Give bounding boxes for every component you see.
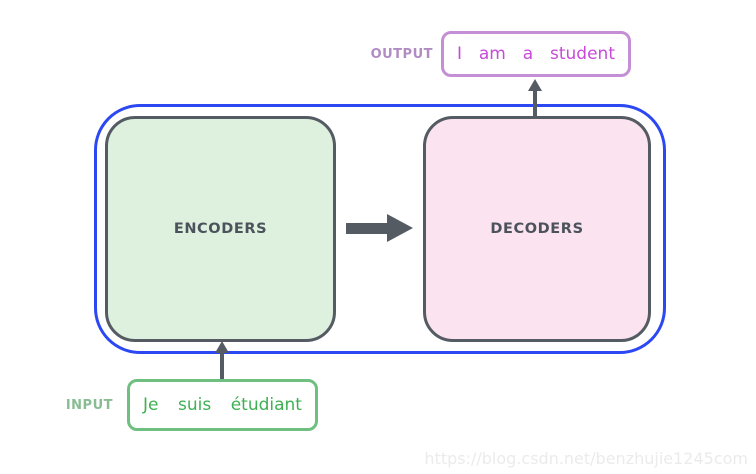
arrow-up-to-encoders-head-icon (215, 341, 229, 353)
input-label: INPUT (65, 398, 113, 413)
output-label: OUTPUT (370, 47, 433, 62)
encoders-box: ENCODERS (105, 116, 336, 342)
output-sentence-box: I am a student (441, 31, 631, 77)
output-word: I (457, 44, 463, 64)
arrow-up-to-output-icon (533, 89, 537, 118)
output-word: a (522, 44, 534, 64)
output-word: am (478, 44, 506, 64)
decoders-box: DECODERS (423, 116, 651, 342)
arrow-up-to-output-head-icon (528, 79, 542, 91)
input-word: suis (177, 395, 212, 415)
input-sentence-box: Je suis étudiant (127, 379, 318, 431)
transformer-outer-container (94, 104, 666, 354)
input-word: étudiant (230, 395, 302, 415)
decoders-label: DECODERS (490, 221, 584, 237)
input-word: Je (143, 395, 159, 415)
output-word: student (550, 44, 615, 64)
arrow-up-to-encoders-icon (220, 352, 224, 379)
arrow-right-icon (346, 223, 387, 234)
watermark-text: https://blog.csdn.net/benzhujie1245com (424, 449, 748, 468)
arrow-right-head-icon (387, 214, 413, 242)
encoders-label: ENCODERS (173, 221, 268, 237)
